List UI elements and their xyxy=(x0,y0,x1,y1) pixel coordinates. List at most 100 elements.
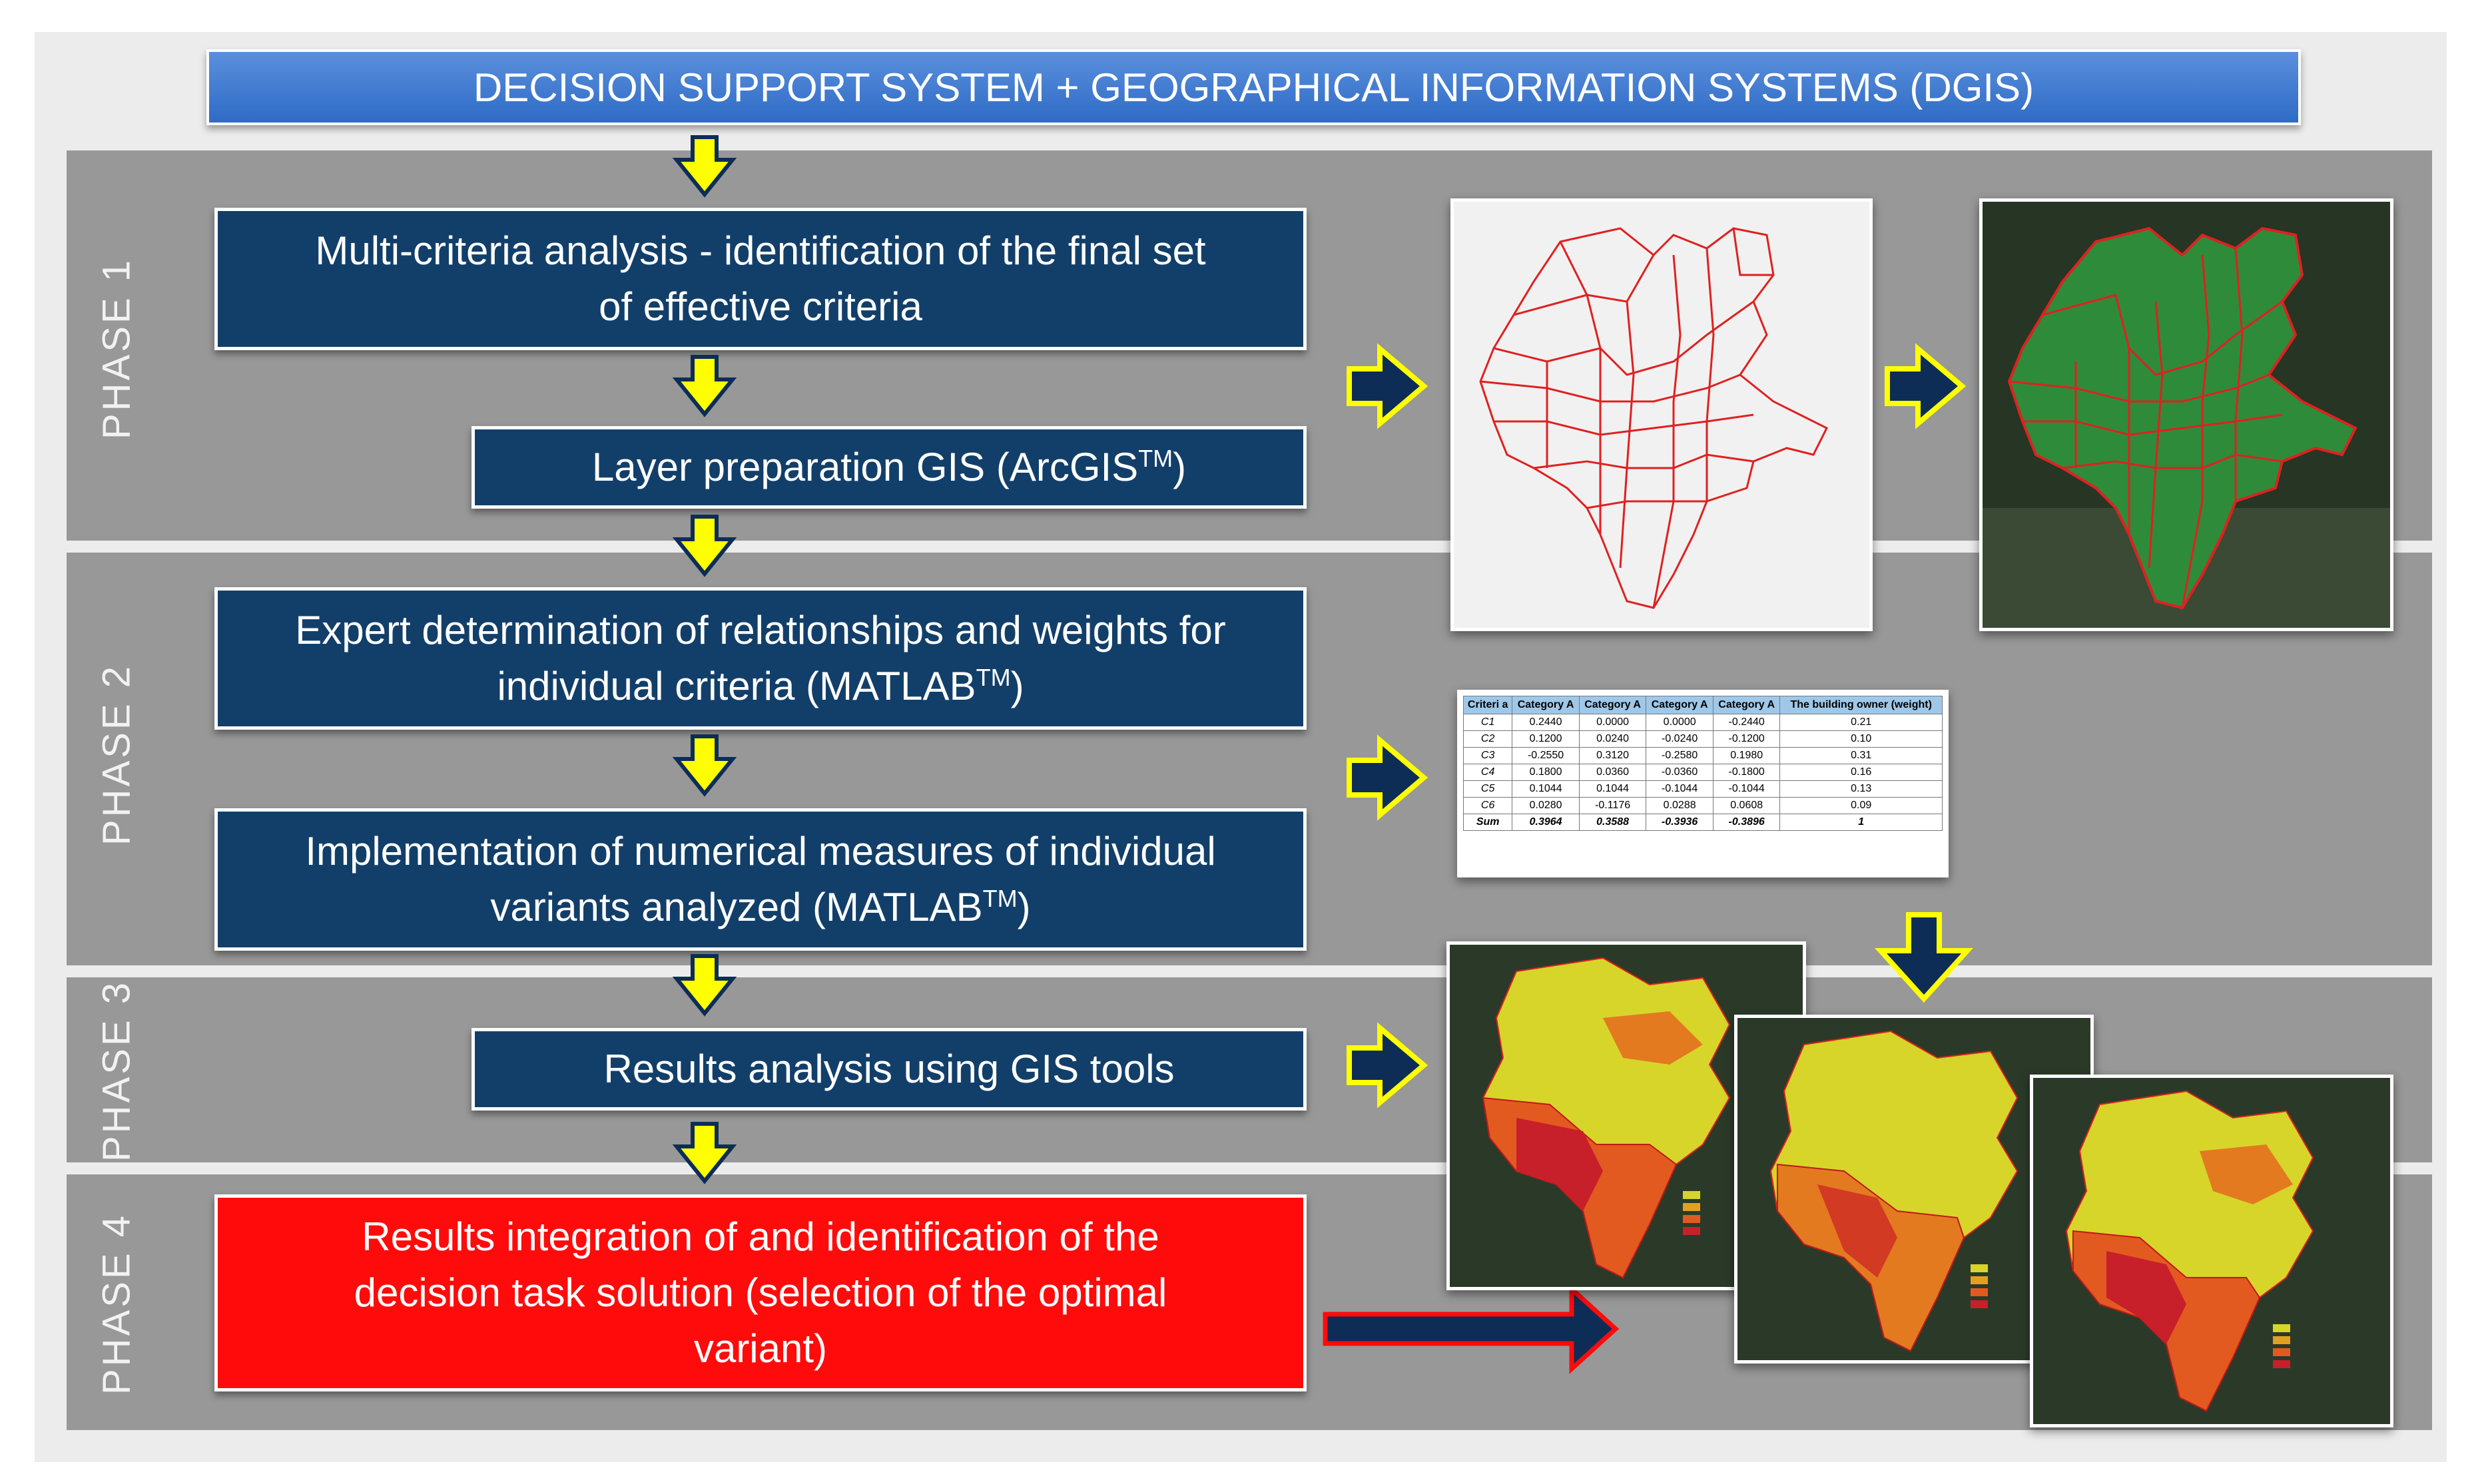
table-cell: 0.3588 xyxy=(1578,814,1647,831)
step-results-analysis: Results analysis using GIS tools xyxy=(471,1028,1307,1111)
table-cell: Sum xyxy=(1462,814,1513,831)
step-3-end: ) xyxy=(1010,664,1024,708)
header-title: DECISION SUPPORT SYSTEM + GEOGRAPHICAL I… xyxy=(473,65,2034,110)
zone-boundary-map xyxy=(1450,198,1873,631)
step-layer-preparation: Layer preparation GIS (ArcGISTM) xyxy=(471,426,1307,509)
table-header: Criteri a xyxy=(1462,696,1513,714)
table-cell: 0.1980 xyxy=(1712,747,1781,764)
step-1-line-2: of effective criteria xyxy=(599,284,922,329)
table-header: Category A xyxy=(1646,696,1713,714)
table-cell: C5 xyxy=(1462,780,1513,798)
legend-swatch xyxy=(1683,1203,1700,1211)
table-cell: 0.0608 xyxy=(1712,797,1781,814)
step-multi-criteria-analysis: Multi-criteria analysis - identification… xyxy=(214,208,1307,350)
step-results-integration: Results integration of and identificatio… xyxy=(214,1194,1307,1391)
table-cell: C2 xyxy=(1462,730,1513,748)
table-cell: -0.3936 xyxy=(1646,814,1713,831)
legend-swatch xyxy=(2273,1348,2290,1356)
step-2-sup: TM xyxy=(1138,445,1173,472)
table-cell: 0.16 xyxy=(1779,764,1943,781)
final-long-arrow xyxy=(1323,1284,1620,1374)
step-2-text: Layer preparation GIS (ArcGIS xyxy=(591,445,1139,489)
step-1-line-1: Multi-criteria analysis - identification… xyxy=(315,228,1206,273)
weights-table-header-row: Criteri a Category A Category A Category… xyxy=(1462,696,1943,714)
results-map-3 xyxy=(2030,1075,2393,1427)
satellite-zone-map xyxy=(1979,198,2393,631)
step-6-line-1: Results integration of and identificatio… xyxy=(362,1214,1159,1259)
step-6-line-2: decision task solution (selection of the… xyxy=(354,1270,1167,1315)
satellite-zone-map-svg xyxy=(1983,202,2390,628)
legend-swatch xyxy=(1971,1300,1988,1308)
right-arrow-to-map xyxy=(1349,349,1424,423)
navy-down-arrow xyxy=(1875,912,1973,1003)
legend-swatch xyxy=(2273,1336,2290,1344)
legend-swatch xyxy=(2273,1360,2290,1368)
table-header: Category A xyxy=(1578,696,1647,714)
table-header: Category A xyxy=(1512,696,1580,714)
table-cell: -0.0240 xyxy=(1646,730,1713,748)
table-cell: 0.2440 xyxy=(1512,714,1580,731)
table-cell: 0.0288 xyxy=(1646,797,1713,814)
step-3-line-2: individual criteria (MATLAB xyxy=(497,664,976,708)
table-cell: 0.09 xyxy=(1779,797,1943,814)
table-cell: 0.21 xyxy=(1779,714,1943,731)
legend-swatch xyxy=(1971,1276,1988,1284)
table-cell: -0.2550 xyxy=(1512,747,1580,764)
zone-boundary-map-svg xyxy=(1454,202,1869,628)
table-cell: -0.1800 xyxy=(1712,764,1781,781)
table-cell: 0.31 xyxy=(1779,747,1943,764)
table-cell: 0.0240 xyxy=(1578,730,1647,748)
table-cell: -0.2440 xyxy=(1712,714,1781,731)
table-cell: 0.1800 xyxy=(1512,764,1580,781)
table-cell: C1 xyxy=(1462,714,1513,731)
table-cell: -0.1176 xyxy=(1578,797,1647,814)
step-3-line-1: Expert determination of relationships an… xyxy=(295,608,1226,652)
table-cell: 0.0280 xyxy=(1512,797,1580,814)
weights-table-image: Criteri a Category A Category A Category… xyxy=(1457,690,1949,877)
table-cell: -0.3896 xyxy=(1712,814,1781,831)
down-arrow-6 xyxy=(677,1124,733,1181)
table-cell: 0.3120 xyxy=(1578,747,1647,764)
table-cell: 0.0000 xyxy=(1578,714,1647,731)
table-cell: 0.3964 xyxy=(1512,814,1580,831)
table-cell: 0.13 xyxy=(1779,780,1943,798)
legend-swatch xyxy=(1683,1215,1700,1223)
step-expert-weights: Expert determination of relationships an… xyxy=(214,587,1307,730)
table-cell: 0.1044 xyxy=(1512,780,1580,798)
right-arrow-to-table xyxy=(1349,740,1424,815)
down-arrow-5 xyxy=(677,956,733,1013)
table-cell: C4 xyxy=(1462,764,1513,781)
table-cell: -0.1044 xyxy=(1646,780,1713,798)
results-map-1-svg xyxy=(1450,945,1803,1287)
table-header: The building owner (weight) xyxy=(1779,696,1943,714)
step-6-line-3: variant) xyxy=(693,1326,828,1371)
table-cell: -0.1200 xyxy=(1712,730,1781,748)
table-cell: 0.1044 xyxy=(1578,780,1647,798)
down-arrow-1 xyxy=(677,137,733,194)
table-cell: C6 xyxy=(1462,797,1513,814)
weights-table: Criteri a Category A Category A Category… xyxy=(1462,696,1943,831)
down-arrow-2 xyxy=(677,357,733,414)
table-header: Category A xyxy=(1712,696,1781,714)
table-cell: -0.2580 xyxy=(1646,747,1713,764)
right-arrow-to-results-maps xyxy=(1349,1028,1424,1103)
legend-swatch xyxy=(1971,1264,1988,1272)
dgis-header: DECISION SUPPORT SYSTEM + GEOGRAPHICAL I… xyxy=(206,49,2301,125)
table-cell: 0.10 xyxy=(1779,730,1943,748)
table-cell: -0.1044 xyxy=(1712,780,1781,798)
legend-swatch xyxy=(1683,1227,1700,1235)
results-map-3-svg xyxy=(2033,1078,2390,1424)
step-4-sup: TM xyxy=(982,885,1018,912)
legend-swatch xyxy=(1683,1191,1700,1199)
table-cell: 0.0360 xyxy=(1578,764,1647,781)
table-cell: 0.0000 xyxy=(1646,714,1713,731)
legend-swatch xyxy=(2273,1324,2290,1332)
legend-swatch xyxy=(1971,1288,1988,1296)
table-cell: 0.1200 xyxy=(1512,730,1580,748)
table-cell: -0.0360 xyxy=(1646,764,1713,781)
